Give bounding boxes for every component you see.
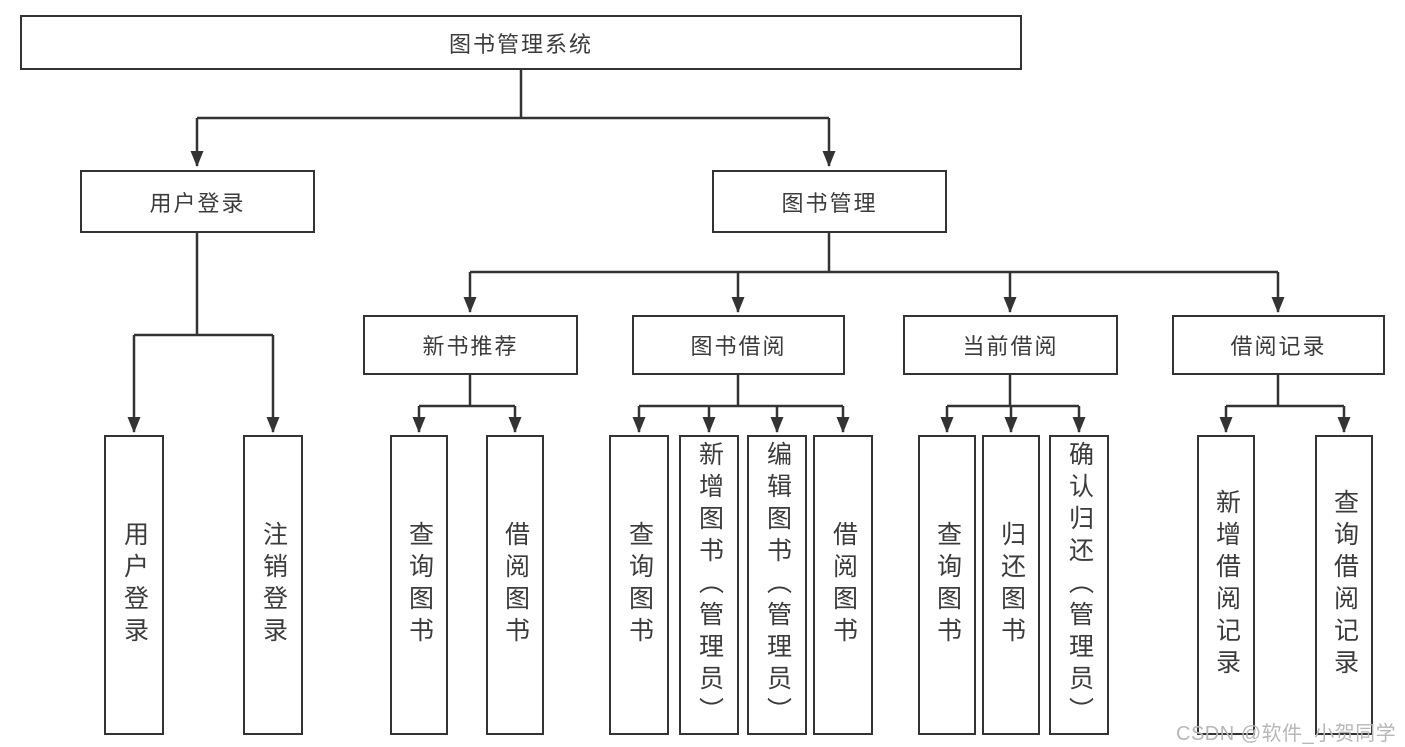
leaf-borrow-books-recommend: 借阅图书 bbox=[486, 435, 544, 735]
leaf-label: 查询图书 bbox=[625, 521, 654, 649]
node-label: 用户登录 bbox=[149, 190, 246, 216]
leaf-label: 查询图书 bbox=[405, 521, 434, 649]
leaf-add-borrow-record: 新增借阅记录 bbox=[1197, 435, 1255, 735]
leaf-label: 新增图书（管理员） bbox=[695, 441, 724, 729]
node-current-borrowing: 当前借阅 bbox=[903, 315, 1118, 375]
leaf-edit-books-admin: 编辑图书（管理员） bbox=[747, 435, 807, 735]
node-book-borrowing: 图书借阅 bbox=[632, 315, 845, 375]
leaf-user-login: 用户登录 bbox=[104, 435, 164, 735]
leaf-label: 归还图书 bbox=[997, 521, 1026, 649]
connector-arrows bbox=[127, 118, 1351, 433]
csdn-watermark: CSDN @软件_小贺同学 bbox=[1176, 723, 1397, 745]
leaf-label: 新增借阅记录 bbox=[1212, 489, 1241, 681]
leaf-label: 注销登录 bbox=[259, 521, 288, 649]
node-label: 当前借阅 bbox=[962, 334, 1059, 359]
leaf-logout: 注销登录 bbox=[243, 435, 303, 735]
leaf-label: 借阅图书 bbox=[829, 521, 858, 649]
node-borrowing-records: 借阅记录 bbox=[1172, 315, 1385, 375]
node-library-management-system: 图书管理系统 bbox=[20, 15, 1022, 70]
leaf-query-books-current: 查询图书 bbox=[918, 435, 976, 735]
node-label: 借阅记录 bbox=[1230, 334, 1327, 359]
connector-bus-lines bbox=[134, 70, 1344, 408]
node-label: 图书管理 bbox=[781, 190, 878, 216]
leaf-add-books-admin: 新增图书（管理员） bbox=[679, 435, 739, 735]
leaf-label: 借阅图书 bbox=[501, 521, 530, 649]
node-book-management: 图书管理 bbox=[712, 170, 947, 233]
leaf-confirm-return-admin: 确认归还（管理员） bbox=[1049, 435, 1109, 735]
node-user-login: 用户登录 bbox=[80, 170, 315, 233]
leaf-label: 查询图书 bbox=[933, 521, 962, 649]
leaf-label: 查询借阅记录 bbox=[1330, 489, 1359, 681]
node-label: 图书借阅 bbox=[690, 334, 787, 359]
leaf-query-books-borrowing: 查询图书 bbox=[609, 435, 669, 735]
leaf-label: 编辑图书（管理员） bbox=[763, 441, 792, 729]
leaf-return-books: 归还图书 bbox=[982, 435, 1040, 735]
leaf-label: 确认归还（管理员） bbox=[1065, 441, 1094, 729]
leaf-query-borrow-record: 查询借阅记录 bbox=[1315, 435, 1373, 735]
leaf-label: 用户登录 bbox=[120, 521, 149, 649]
leaf-query-books-recommend: 查询图书 bbox=[390, 435, 448, 735]
node-label: 图书管理系统 bbox=[448, 31, 593, 57]
node-label: 新书推荐 bbox=[422, 334, 519, 359]
leaf-borrow-books: 借阅图书 bbox=[813, 435, 873, 735]
node-new-book-recommendation: 新书推荐 bbox=[363, 315, 578, 375]
